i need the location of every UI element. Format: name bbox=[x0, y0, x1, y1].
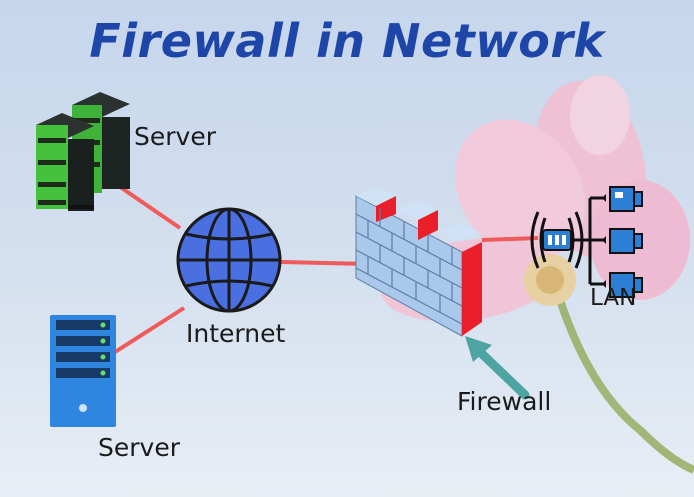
arrow-icon bbox=[465, 336, 530, 400]
server-bottom-label: Server bbox=[98, 433, 180, 462]
server-rack-icon bbox=[36, 92, 130, 211]
computer-icon bbox=[602, 186, 643, 212]
page-title: Firewall in Network bbox=[89, 14, 605, 68]
globe-icon bbox=[176, 207, 282, 313]
link-internet-firewall bbox=[280, 260, 369, 266]
server-top-label: Server bbox=[134, 122, 216, 151]
computer-icon bbox=[602, 228, 643, 254]
link-server-bottom-internet bbox=[113, 306, 186, 354]
lan-connector-lines bbox=[571, 196, 606, 286]
lan-label: LAN bbox=[590, 285, 637, 311]
firewall-icon bbox=[355, 186, 482, 337]
link-firewall-lan bbox=[481, 236, 539, 242]
server-tower-icon bbox=[50, 315, 116, 427]
firewall-label: Firewall bbox=[457, 387, 552, 416]
internet-label: Internet bbox=[186, 319, 286, 348]
computer-icon bbox=[602, 272, 643, 298]
